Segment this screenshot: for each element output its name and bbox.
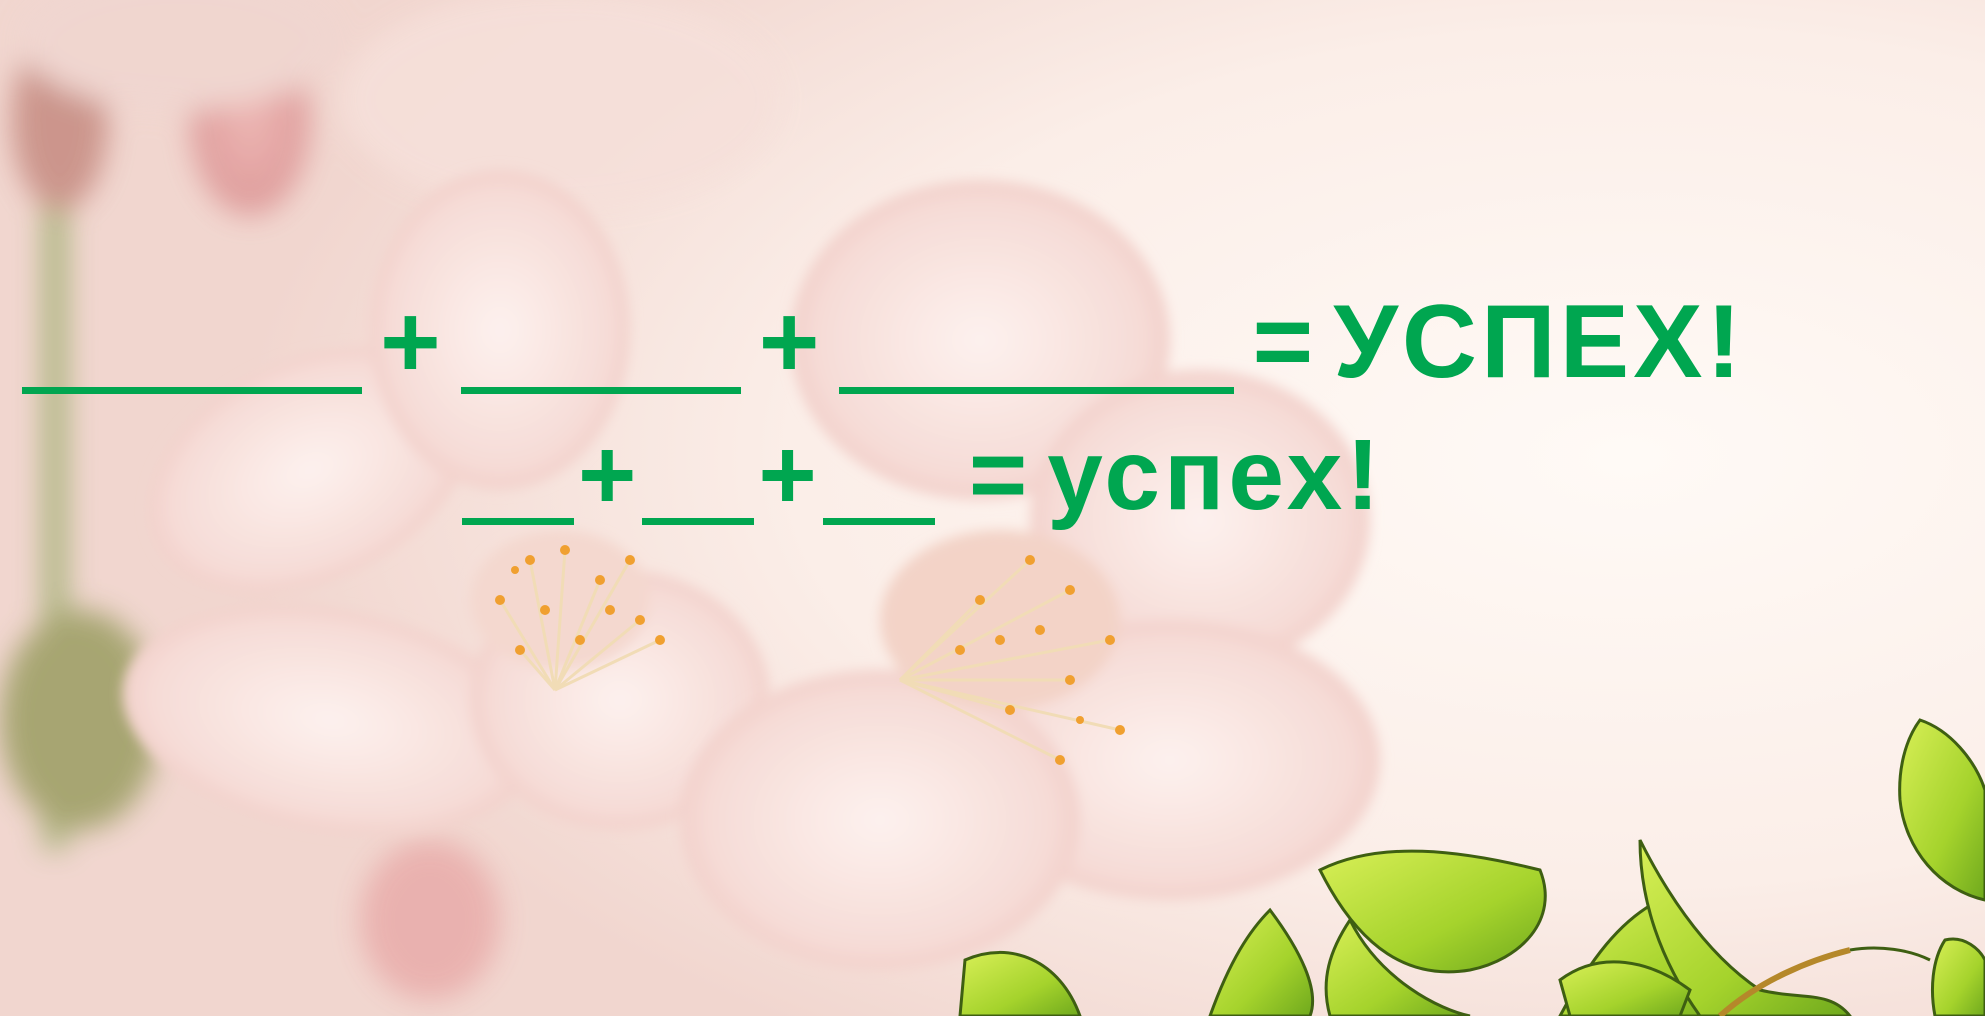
- plus-sign: +: [578, 419, 639, 531]
- equals-sign: =: [1252, 284, 1316, 400]
- success-word-upper: УСПЕХ!: [1333, 284, 1746, 400]
- blank-5: [642, 518, 755, 525]
- blank-3: [839, 387, 1235, 394]
- blank-6: [822, 518, 935, 525]
- equals-sign: =: [968, 419, 1030, 531]
- formula-line-2: + + = успех!: [462, 425, 1384, 541]
- blank-4: [462, 518, 574, 525]
- plus-sign: +: [758, 419, 819, 531]
- formula-line-1: + + = УСПЕХ!: [22, 290, 1745, 411]
- blank-1: [22, 387, 362, 394]
- success-word-lower: успех!: [1047, 419, 1384, 531]
- plus-sign: +: [758, 284, 822, 400]
- blank-2: [460, 387, 741, 394]
- plus-sign: +: [380, 284, 443, 400]
- leaf-decoration-icon: [958, 718, 1985, 1016]
